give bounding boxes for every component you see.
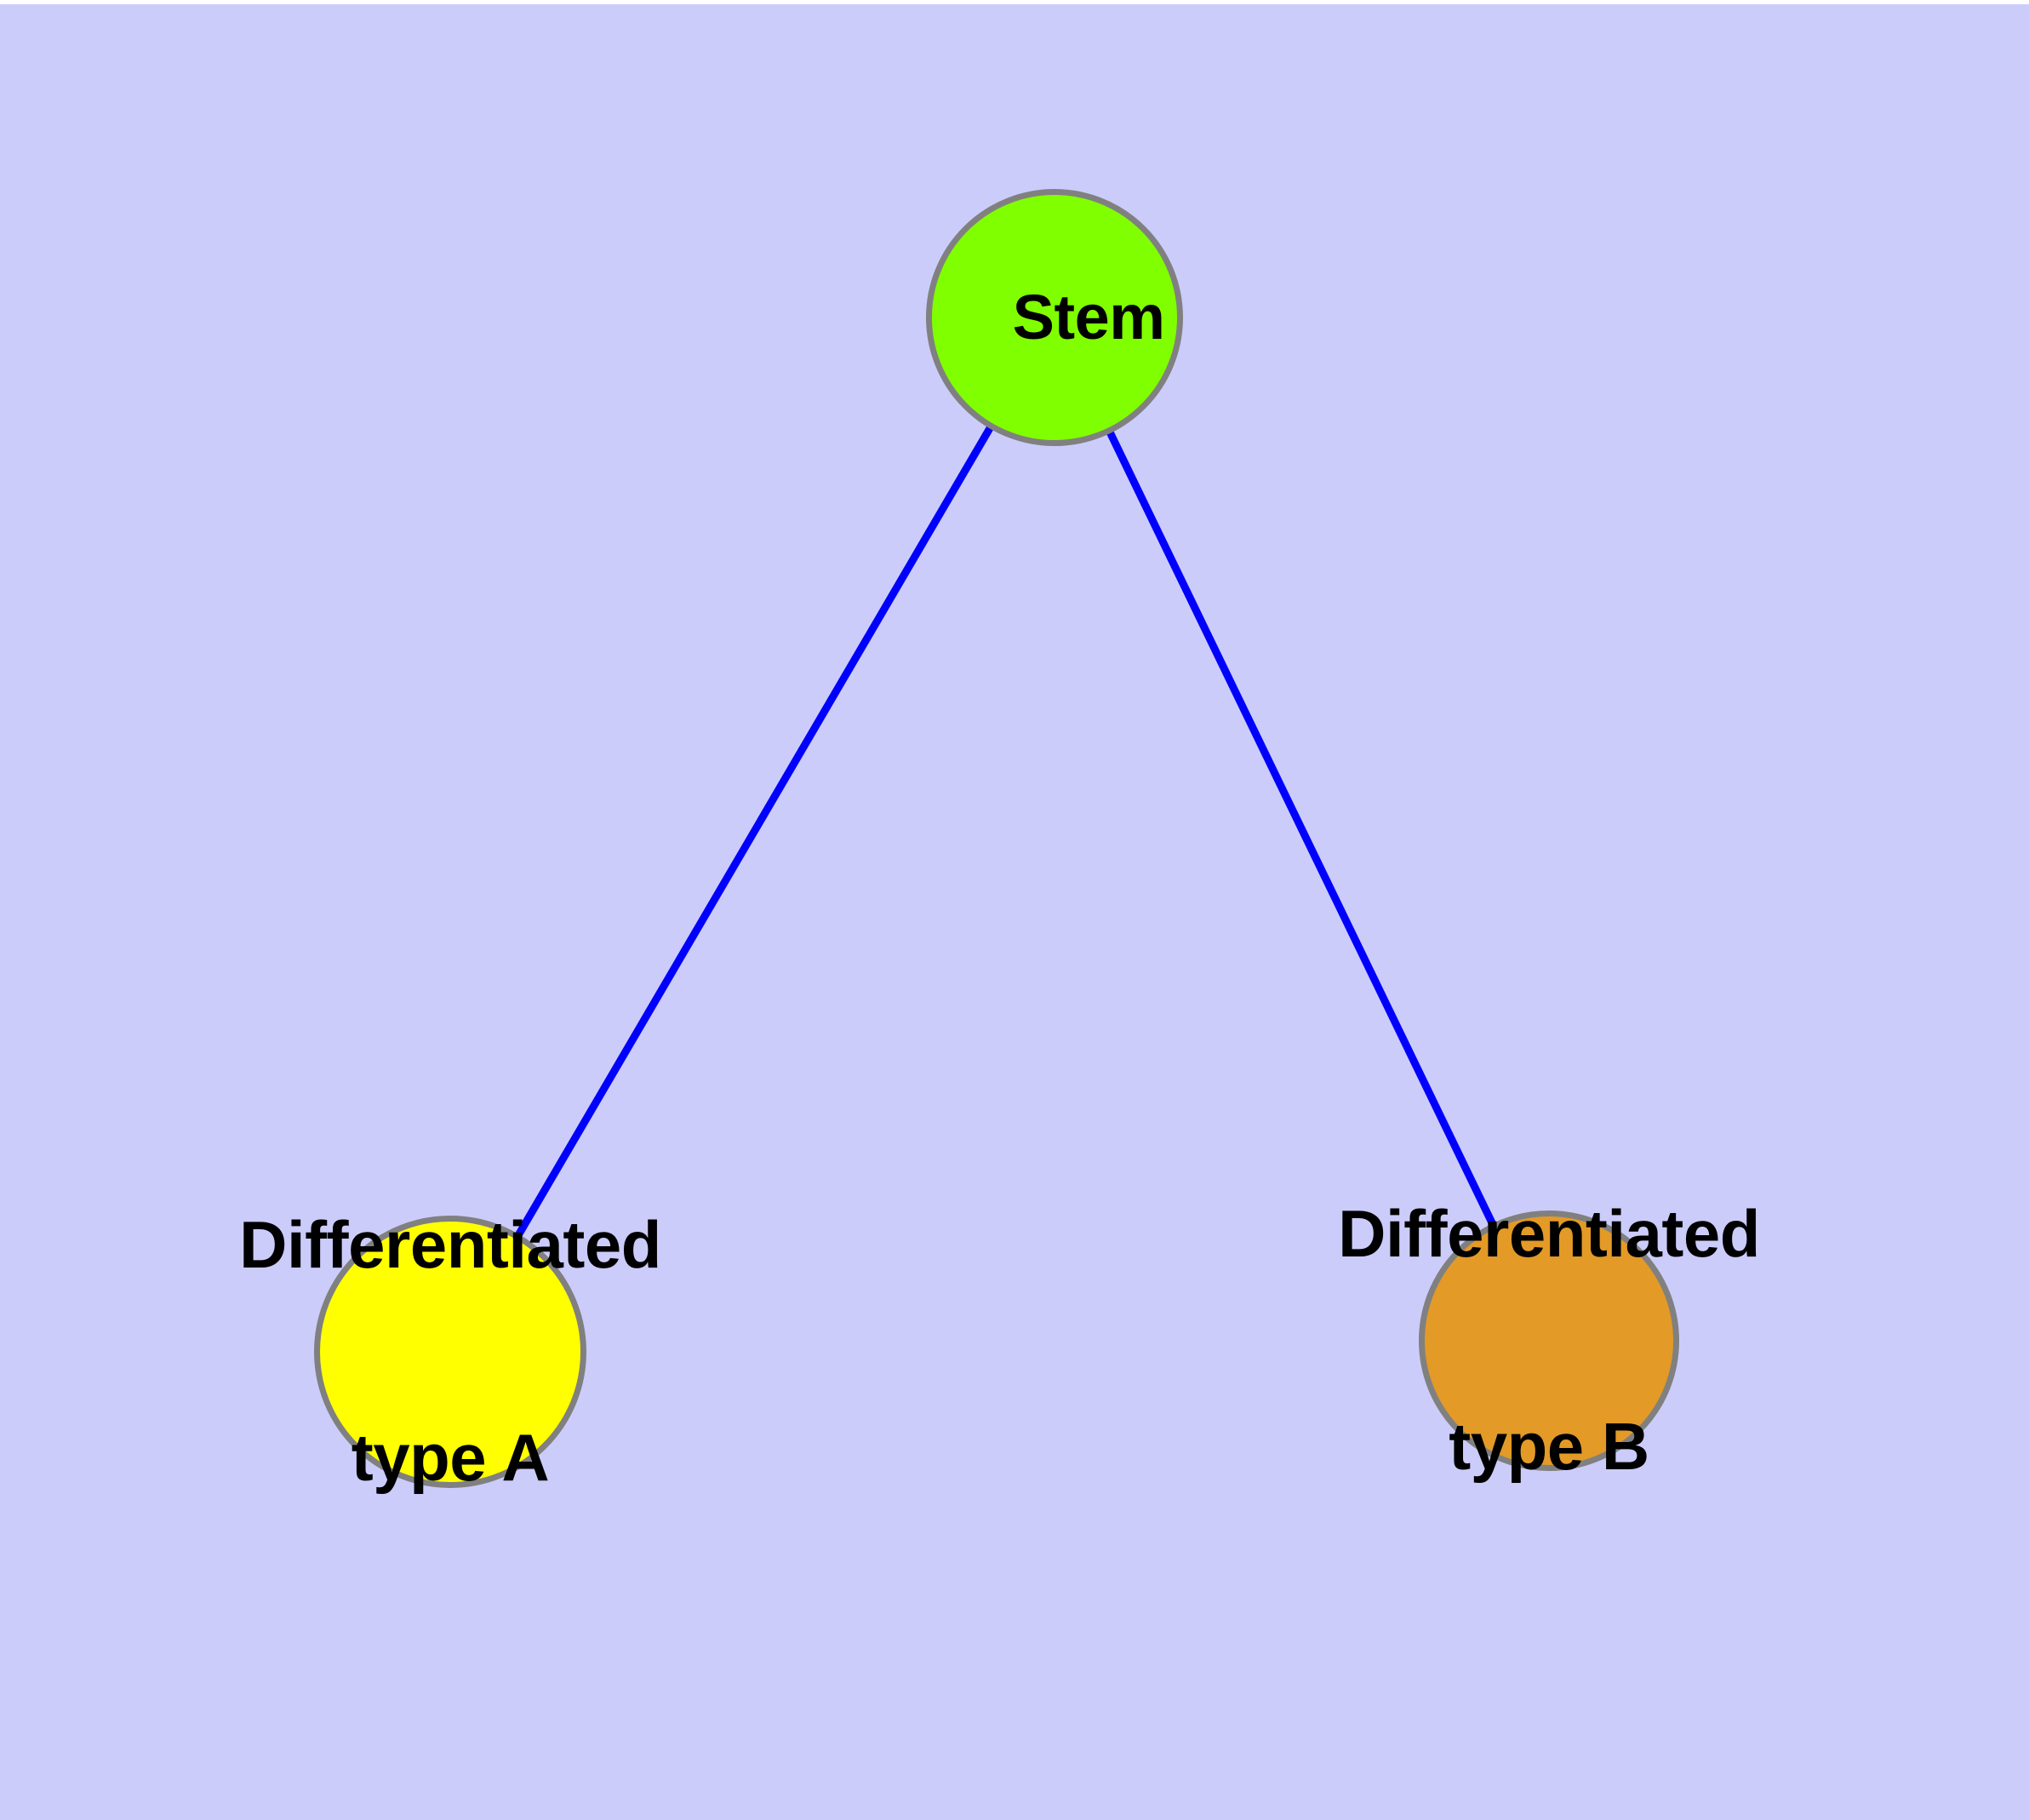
edge-stem-to-differentiated-type-a[interactable] bbox=[447, 315, 1058, 1354]
node-layer bbox=[314, 189, 1679, 1488]
node-differentiated-type-a[interactable] bbox=[314, 1216, 586, 1488]
node-stem[interactable] bbox=[926, 189, 1183, 446]
node-differentiated-type-b[interactable] bbox=[1419, 1210, 1679, 1471]
edge-stem-to-differentiated-type-b[interactable] bbox=[1050, 316, 1553, 1342]
edge-layer bbox=[447, 315, 1553, 1354]
